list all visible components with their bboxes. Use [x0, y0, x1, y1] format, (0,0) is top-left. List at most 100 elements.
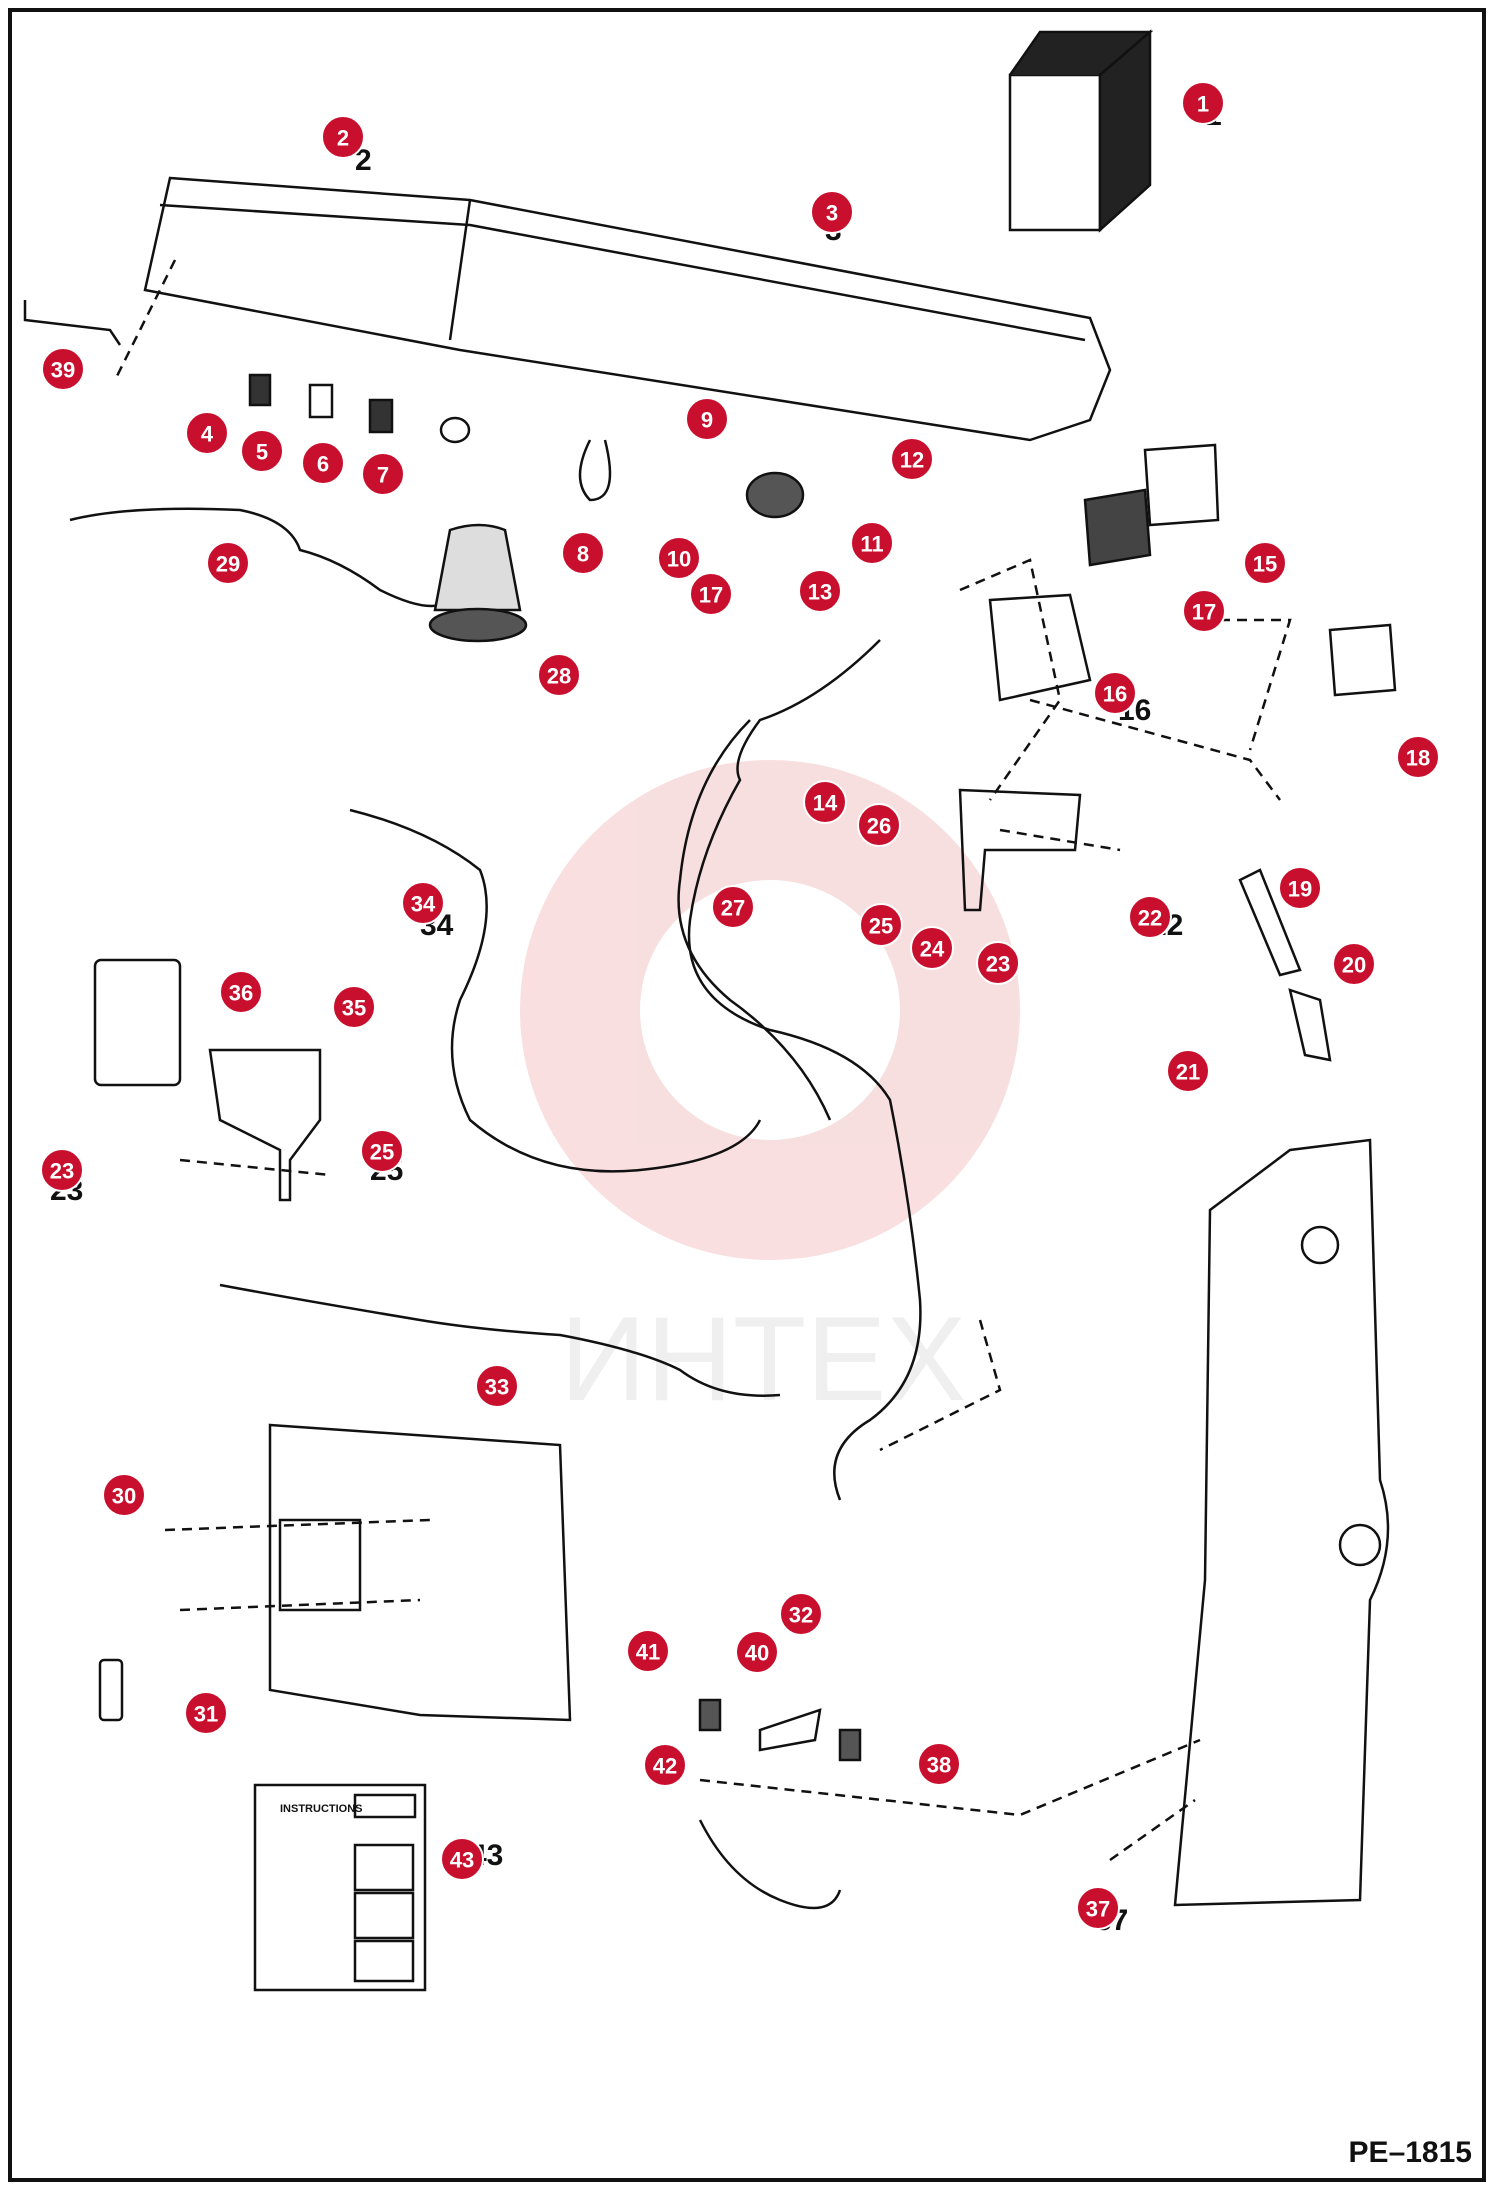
callout-label: 37: [1086, 1897, 1110, 1922]
callout-24: 24: [910, 926, 954, 970]
callout-34: 34: [401, 881, 445, 925]
callout-badge: [102, 1473, 146, 1517]
callout-15: 15: [1243, 541, 1287, 585]
callout-label: 30: [112, 1484, 136, 1509]
callout-label: 29: [216, 552, 240, 577]
callout-label: 9: [701, 408, 713, 433]
callout-label: 23: [986, 952, 1010, 977]
diagram-frame: [8, 8, 1486, 2182]
part-42-relay: [698, 1698, 722, 1732]
part-14-harness: [677, 719, 832, 1121]
part-4-switch: [248, 373, 272, 407]
callout-19: 19: [1278, 866, 1322, 910]
callout-label: 22: [1138, 906, 1162, 931]
callout-badge: [857, 803, 901, 847]
callout-30: 30: [102, 1473, 146, 1517]
watermark-text: ИНТЕХ: [560, 1292, 966, 1426]
callout-17: 17: [1182, 589, 1226, 633]
callout-label: 11: [860, 532, 883, 557]
callout-label: 5: [256, 440, 268, 465]
callout-25: 25: [360, 1129, 404, 1173]
callout-badge: [917, 1742, 961, 1786]
callout-badge: [1166, 1049, 1210, 1093]
callout-16: 16: [1093, 671, 1137, 715]
callout-badge: [1332, 942, 1376, 986]
part-39-rod: [23, 300, 122, 346]
part-19-strap: [1238, 868, 1302, 977]
callout-36: 36: [219, 970, 263, 1014]
callout-badge: [1243, 541, 1287, 585]
part-8-clip: [578, 439, 612, 502]
callout-32: 32: [779, 1592, 823, 1636]
callout-badge: [803, 780, 847, 824]
callout-label: 12: [900, 448, 924, 473]
lower-panel: [268, 1423, 572, 1722]
callout-14: 14: [803, 780, 847, 824]
callout-label: 25: [869, 914, 893, 939]
svg-text:2: 2: [355, 144, 372, 177]
callout-label: 23: [50, 1159, 74, 1184]
callout-23: 23: [40, 1148, 84, 1192]
reference-code: PE–1815: [1348, 2136, 1472, 2169]
callout-label: 13: [808, 580, 832, 605]
part-5-switch: [308, 383, 334, 419]
part-2-3-panel: [143, 176, 1112, 442]
callout-badge: [360, 1129, 404, 1173]
part-6-switch: [368, 398, 394, 434]
callout-20: 20: [1332, 942, 1376, 986]
callout-label: 41: [636, 1640, 660, 1665]
callout-label: 27: [721, 896, 745, 921]
part-20-bracket: [1288, 988, 1332, 1062]
callout-33: 33: [475, 1364, 519, 1408]
callout-5: 5: [240, 429, 284, 473]
callout-label: 17: [699, 583, 723, 608]
part-16-lamp: [988, 593, 1092, 702]
callout-29: 29: [206, 541, 250, 585]
part-34-harness: [349, 808, 762, 1173]
callout-badge: [643, 1743, 687, 1787]
callout-badge: [1076, 1886, 1120, 1930]
callout-badge: [206, 541, 250, 585]
callout-label: 20: [1342, 953, 1366, 978]
tower-hole-top: [1300, 1225, 1340, 1265]
part-40-bracket: [758, 1708, 822, 1752]
leader-39: [113, 259, 177, 381]
callout-label: 40: [745, 1641, 769, 1666]
lower-panel-cutout: [278, 1518, 362, 1612]
callout-badge: [41, 347, 85, 391]
line-art: [23, 29, 1397, 1992]
callout-label: 1: [1197, 92, 1209, 117]
callout-22: 22: [1128, 895, 1172, 939]
callout-badge: [185, 411, 229, 455]
callout-label: 31: [194, 1702, 218, 1727]
callout-label: 38: [927, 1753, 951, 1778]
callout-38: 38: [917, 1742, 961, 1786]
callout-badge: [1093, 671, 1137, 715]
callout-37: 37: [1076, 1886, 1120, 1930]
callout-25: 25: [859, 903, 903, 947]
part-38-relay: [838, 1728, 862, 1762]
callout-4: 4: [185, 411, 229, 455]
callout-12: 12: [890, 437, 934, 481]
part-24-bracket: [958, 788, 1082, 912]
callout-badge: [1278, 866, 1322, 910]
callout-label: 32: [789, 1603, 813, 1628]
callout-badge: [850, 521, 894, 565]
callout-label: 10: [667, 547, 691, 572]
callout-badge: [626, 1629, 670, 1673]
part-16-lens: [1083, 488, 1152, 567]
callout-badge: [332, 985, 376, 1029]
part-7-plug: [439, 416, 471, 444]
part-9-horn: [745, 471, 805, 519]
callout-7: 7: [361, 452, 405, 496]
callout-label: 21: [1176, 1060, 1200, 1085]
part-31-handle: [98, 1658, 124, 1722]
callout-8: 8: [561, 531, 605, 575]
callout-label: 36: [229, 981, 253, 1006]
callout-label: 35: [342, 996, 366, 1021]
watermark: ИНТЕХ: [520, 760, 1020, 1426]
callout-badge: [685, 397, 729, 441]
callout-label: 7: [377, 463, 389, 488]
callout-label: 16: [1103, 682, 1127, 707]
callout-6: 6: [301, 441, 345, 485]
